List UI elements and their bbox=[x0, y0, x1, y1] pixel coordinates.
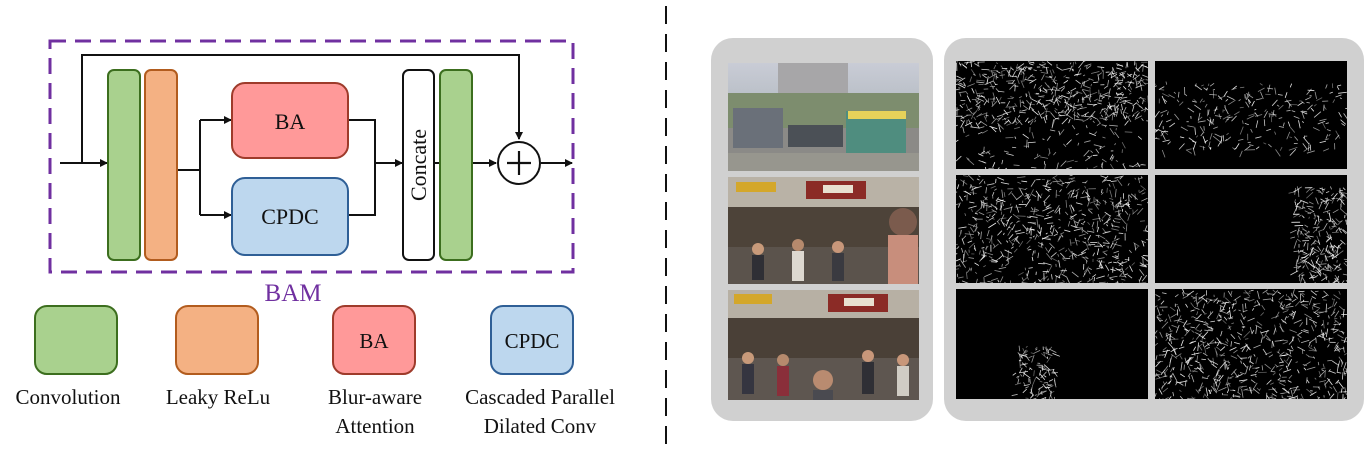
legend-label-ba: Blur-aware bbox=[328, 385, 422, 409]
legend: Convolution Leaky ReLu BA Blur-awareAttenti… bbox=[15, 305, 615, 438]
legend-swatch-ba bbox=[332, 305, 416, 375]
bam-module-border bbox=[48, 39, 575, 274]
legend-label-relu: Leaky ReLu bbox=[166, 385, 271, 409]
leaky-relu-block bbox=[144, 69, 178, 261]
convolution-block-1 bbox=[107, 69, 141, 261]
edge-map-1 bbox=[956, 61, 1148, 169]
legend-swatch-text-cpdc: CPDC bbox=[505, 329, 560, 353]
legend-swatch-relu bbox=[175, 305, 259, 375]
convolution-block-2 bbox=[439, 69, 473, 261]
concat-block bbox=[402, 69, 435, 261]
legend-label-cpdc: Dilated Conv bbox=[484, 414, 597, 438]
edge-map-2 bbox=[1155, 61, 1347, 169]
plus-icon bbox=[507, 151, 531, 175]
edge-map-3 bbox=[956, 175, 1148, 283]
legend-swatch-conv bbox=[34, 305, 118, 375]
input-frame-blurred-street bbox=[728, 63, 919, 171]
ba-block bbox=[231, 82, 349, 159]
legend-swatch-text-ba: BA bbox=[359, 329, 389, 353]
input-frame-crowd-2 bbox=[728, 290, 919, 400]
edge-map-5 bbox=[956, 289, 1148, 399]
edge-map-6 bbox=[1155, 289, 1347, 399]
legend-label-ba: Attention bbox=[335, 414, 415, 438]
input-frame-crowd-1 bbox=[728, 177, 919, 284]
bam-title: BAM bbox=[265, 280, 322, 307]
legend-swatch-cpdc bbox=[490, 305, 574, 375]
legend-label-conv: Convolution bbox=[15, 385, 121, 409]
connection-lines bbox=[60, 54, 573, 219]
cpdc-block-label: CPDC bbox=[261, 204, 318, 229]
cpdc-block bbox=[231, 177, 349, 256]
ba-block-label: BA bbox=[275, 109, 306, 134]
edge-map-4 bbox=[1155, 175, 1347, 283]
concat-block-label: Concate bbox=[406, 129, 431, 201]
legend-label-cpdc: Cascaded Parallel bbox=[465, 385, 615, 409]
